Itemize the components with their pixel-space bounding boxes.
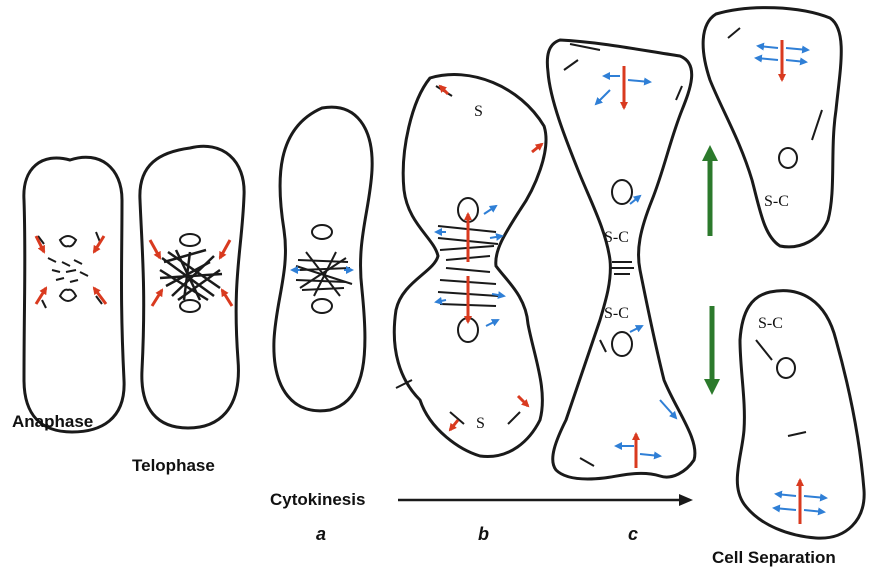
- panel-letter-a: a: [316, 524, 326, 545]
- panel-letter-c: c: [628, 524, 638, 545]
- cell-c-lower-label: S-C: [604, 305, 629, 322]
- cell-c-upper-label: S-C: [604, 229, 629, 246]
- cytokinesis-cell-c: S-C S-C: [547, 40, 695, 479]
- telophase-label: Telophase: [132, 456, 215, 476]
- cell-separation-label: Cell Separation: [712, 548, 836, 568]
- separated-cell-upper: S-C: [703, 8, 841, 247]
- cell-b-bottom-label: S: [476, 415, 485, 432]
- separated-cell-lower: S-C: [737, 291, 864, 538]
- cytokinesis-cell-a: [274, 107, 372, 411]
- cytokinesis-cell-b: S S: [394, 75, 546, 457]
- telophase-cell: [140, 146, 244, 428]
- cytokinesis-label: Cytokinesis: [270, 490, 365, 510]
- upper-cell-label: S-C: [764, 193, 789, 210]
- panel-letter-b: b: [478, 524, 489, 545]
- cell-b-top-label: S: [474, 103, 483, 120]
- lower-cell-label: S-C: [758, 315, 783, 332]
- anaphase-label: Anaphase: [12, 412, 93, 432]
- anaphase-cell: [24, 157, 124, 432]
